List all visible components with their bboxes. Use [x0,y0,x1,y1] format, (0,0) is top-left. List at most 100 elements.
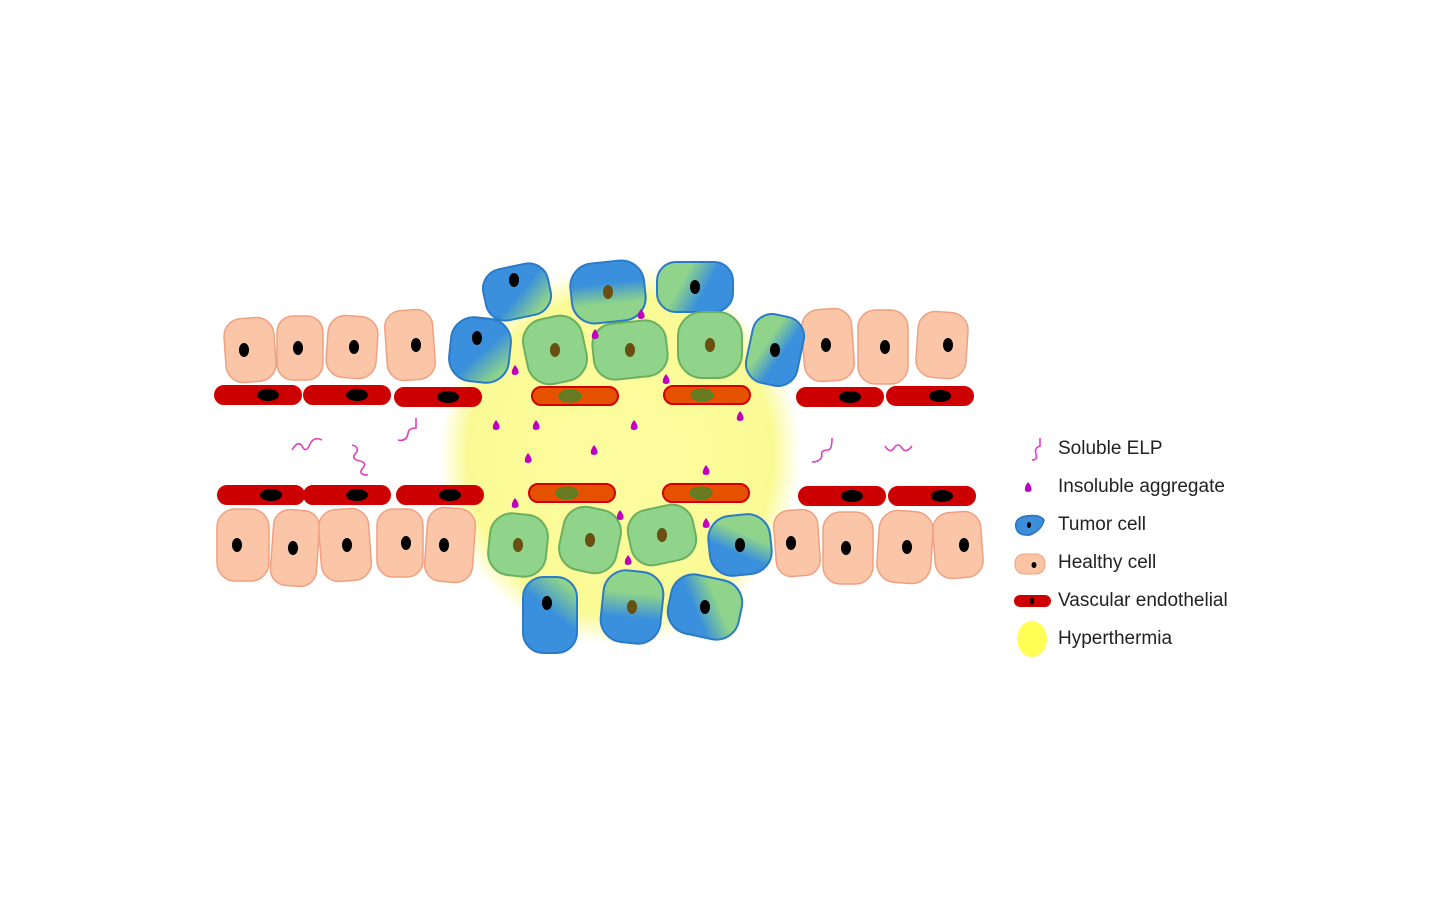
heated-vessel-segment [531,386,619,406]
tumor-cell [481,262,553,322]
tumor-cell [569,259,647,325]
vessel-segment [888,486,976,506]
insoluble-aggregate [492,420,500,430]
healthy-cell [383,308,437,382]
tumor-cell-nucleus [603,285,613,299]
healthy-cell-nucleus [288,541,298,555]
nucleus [1030,597,1034,605]
tumor-cell-icon [1014,514,1045,536]
legend-item: Healthy cell [1012,544,1228,582]
tumor-cell [448,316,512,384]
legend-label: Hyperthermia [1058,628,1173,649]
tumor-cell-nucleus [705,338,715,352]
vessel-icon [1014,595,1051,607]
insoluble-aggregate [590,445,598,455]
tumor-cell-nucleus [509,273,519,287]
insoluble-aggregate [736,411,744,421]
tumor-cell [487,512,549,578]
tumor-cell [591,319,669,381]
healthy-cell [376,508,424,578]
tumor-cell [558,505,622,575]
legend-item: Soluble ELP [1012,430,1228,468]
healthy-cell-nucleus [786,536,796,550]
vessel-nucleus [346,389,368,401]
healthy-cell-body [773,508,821,578]
insoluble-aggregate [511,365,519,375]
healthy-cell [423,506,477,584]
nucleus [1027,522,1031,528]
vessel-segment [886,386,974,406]
tumor-cell [677,311,743,379]
healthy-cell-nucleus [411,338,421,352]
soluble-elp [397,418,417,442]
tumor-cell [522,576,578,654]
soluble-elp [811,437,833,463]
healthy-cell-body [376,508,424,578]
tumor-cell-nucleus [585,533,595,547]
tumor-cell-body [481,262,553,322]
insoluble-aggregate [702,465,710,475]
nucleus [1031,562,1037,568]
healthy-cell [932,510,984,580]
legend-item: Insoluble aggregate [1012,468,1228,506]
healthy-cell [325,314,379,380]
vessel-nucleus [929,390,951,402]
vessel-nucleus [437,391,459,403]
aggregate-glyph [1024,482,1032,492]
vessel-segment [214,385,302,405]
tumor-cell-nucleus [513,538,523,552]
legend-label: Insoluble aggregate [1058,476,1225,497]
legend-label: Tumor cell [1058,514,1146,535]
healthy-cell-icon [1014,553,1046,575]
tumor-cell-body [522,576,578,654]
vessel-nucleus [690,388,714,402]
healthy-cell [276,315,324,381]
healthy-cell-nucleus [232,538,242,552]
elp-glyph [1031,438,1041,461]
tumor-cell-nucleus [625,343,635,357]
healthy-cell-nucleus [880,340,890,354]
vessel-segment [396,485,484,505]
vessel-segment [217,485,305,505]
healthy-cell-body [423,506,477,584]
vessel-segment [796,387,884,407]
tumor-cell-nucleus [472,331,482,345]
vessel-nucleus [841,490,863,502]
vessel-nucleus [555,486,579,500]
soluble-elp [884,444,913,452]
healthy-cell-body [383,308,437,382]
hyperthermia-icon [1017,621,1047,657]
healthy-glyph [1014,553,1046,575]
soluble-elp-icon [1031,438,1041,461]
legend-label: Soluble ELP [1058,438,1163,459]
vessel-nucleus [689,486,713,500]
healthy-cell [269,508,321,588]
vessel-nucleus [558,389,582,403]
healthy-cell-nucleus [821,338,831,352]
healthy-cell-nucleus [959,538,969,552]
tumor-cell-nucleus [542,596,552,610]
tumor-cell-nucleus [700,600,710,614]
legend-item: Hyperthermia [1012,620,1228,658]
insoluble-aggregate [532,420,540,430]
healthy-cell-nucleus [293,341,303,355]
tumor-cell-body [448,316,512,384]
soluble-elp [351,444,369,476]
healthy-cell-body [915,310,969,380]
vessel-nucleus [839,391,861,403]
vessel-nucleus [260,489,282,501]
healthy-cell-nucleus [349,340,359,354]
heat-glyph [1017,621,1047,657]
tumor-cell-nucleus [550,343,560,357]
tumor-cell-nucleus [627,600,637,614]
healthy-cell-body [223,316,277,384]
heated-vessel-segment [662,483,750,503]
healthy-cell [216,508,270,582]
insoluble-aggregate [624,555,632,565]
healthy-cell-nucleus [239,343,249,357]
insoluble-aggregate [662,374,670,384]
insoluble-aggregate [511,498,519,508]
healthy-cell-body [216,508,270,582]
